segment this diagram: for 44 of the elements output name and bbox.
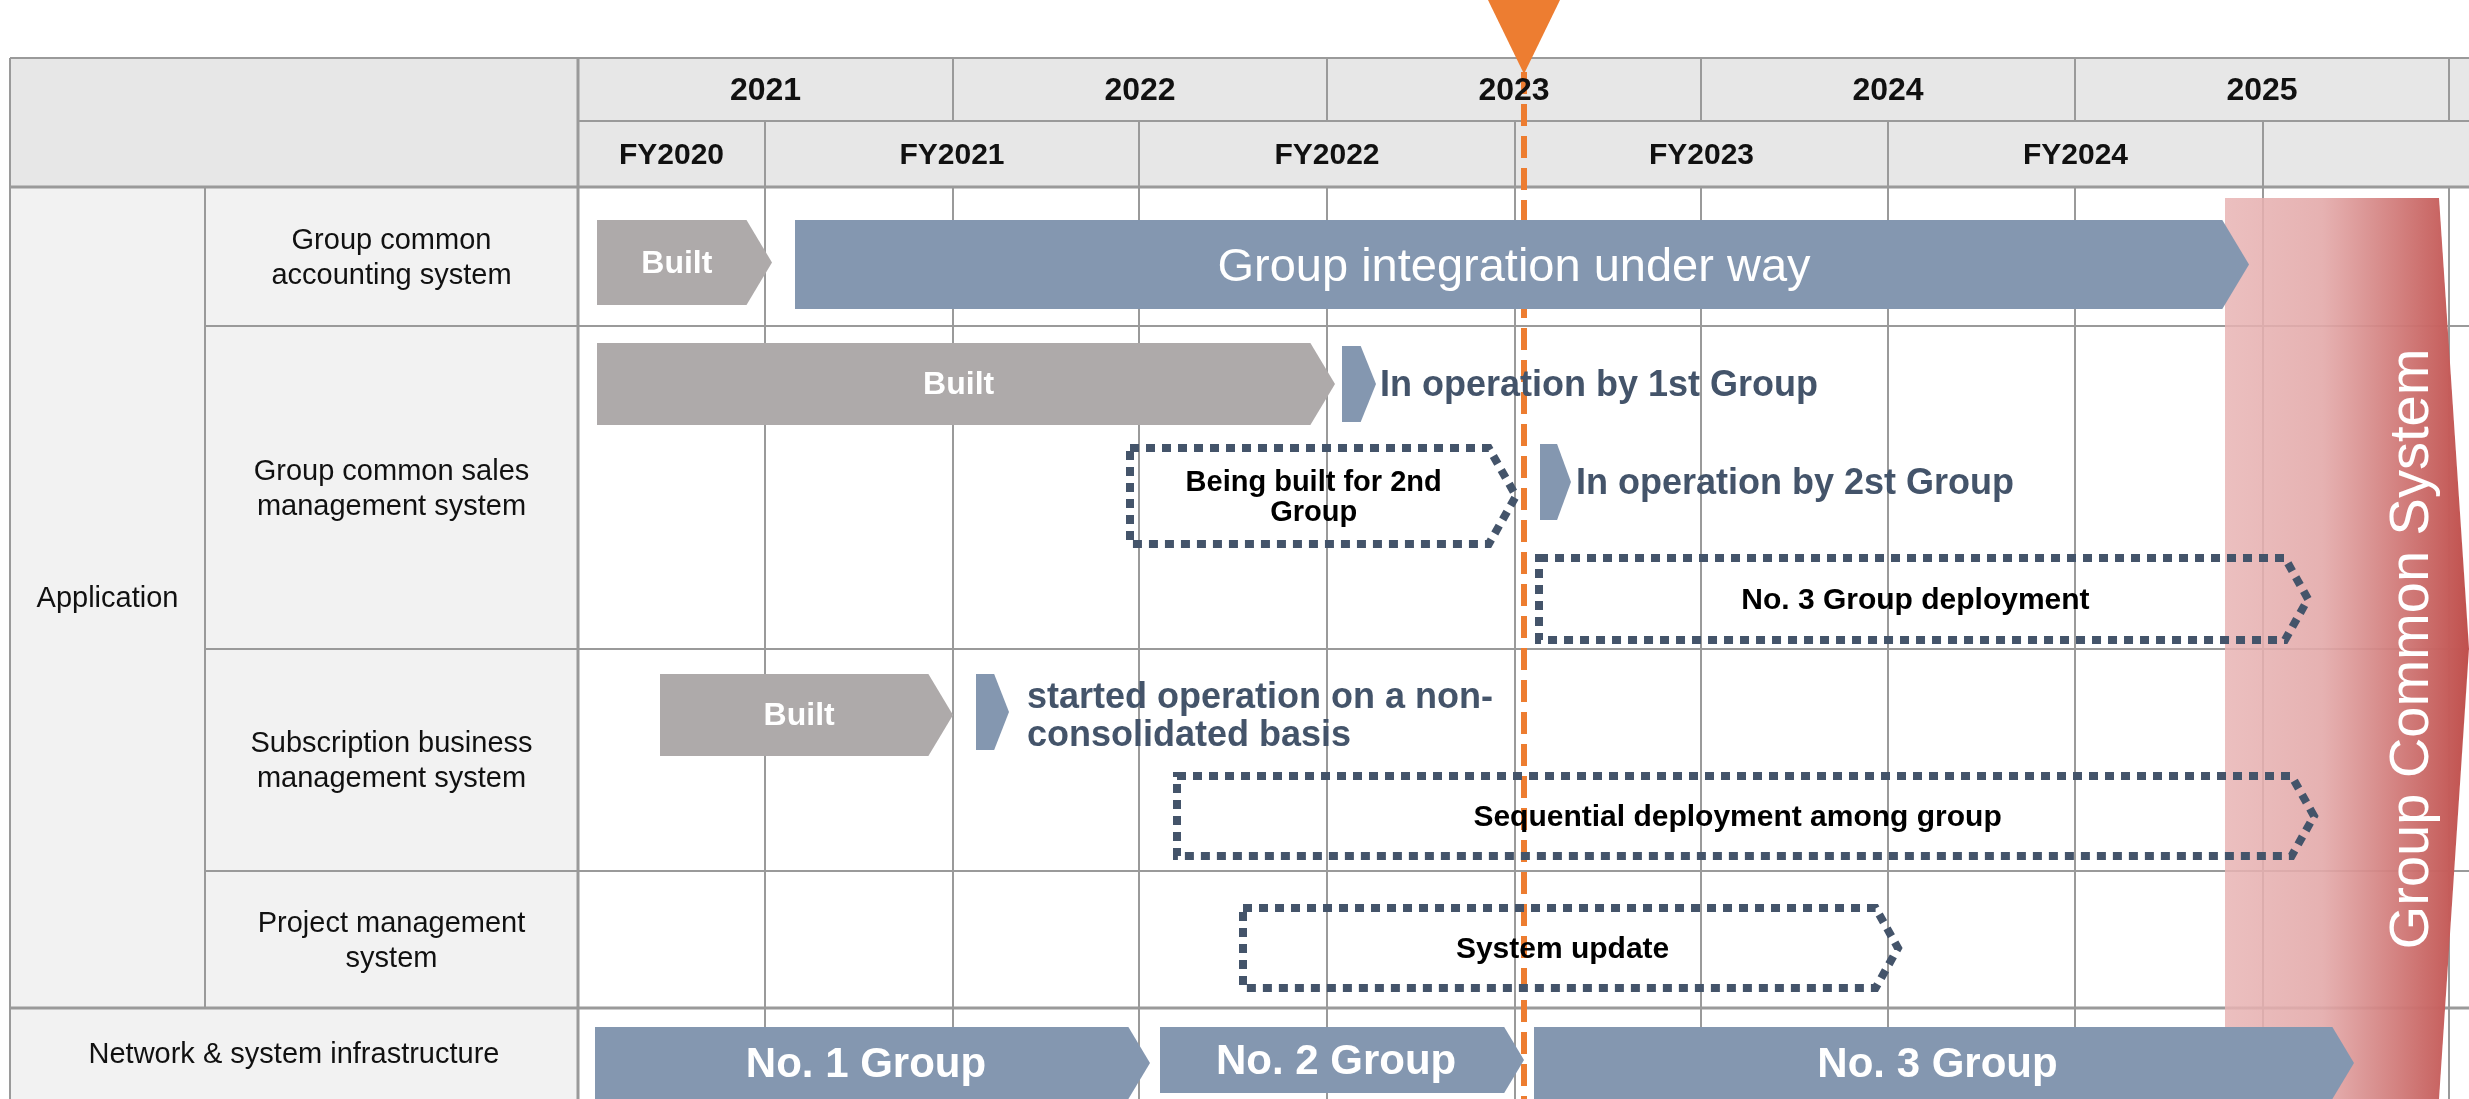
milestone-marker — [976, 674, 1009, 750]
row-label: Group common accounting system — [270, 221, 513, 292]
gantt-bar — [795, 220, 2249, 309]
bar-label: Built — [763, 698, 836, 732]
year-label: 2021 — [729, 70, 802, 109]
bar-label: No. 3 Group deployment — [1741, 583, 2091, 615]
band-label: Group Common System — [2379, 348, 2439, 949]
bar-label: Built — [923, 367, 996, 401]
gantt-bar — [1160, 1027, 1524, 1093]
fiscal-year-label: FY2020 — [618, 136, 725, 172]
planned-gantt-bar — [1126, 444, 1520, 548]
planned-gantt-bar — [1239, 904, 1902, 992]
gantt-bar — [660, 674, 953, 756]
status-text: In operation by 1st Group — [1380, 365, 1819, 403]
gantt-bar — [595, 1027, 1150, 1099]
fiscal-year-label: FY2023 — [1648, 136, 1755, 172]
gantt-bar — [597, 343, 1335, 425]
target-band — [2225, 198, 2469, 1099]
row-label: Project management system — [256, 904, 527, 975]
fiscal-year-label: FY2021 — [899, 136, 1005, 172]
bar-label: Group integration under way — [1217, 239, 1812, 290]
gantt-bar — [1534, 1027, 2354, 1099]
year-label: 2023 — [1478, 70, 1550, 109]
bar-label: No. 3 Group — [1817, 1040, 2059, 1086]
year-label: 2025 — [2226, 70, 2298, 109]
category-label: Application — [36, 580, 179, 615]
gantt-bar — [597, 220, 772, 305]
year-label: 2024 — [1852, 70, 1924, 109]
status-text: started operation on a non-consolidated basis — [1027, 677, 1494, 753]
bar-label: Being built for 2nd Group — [1184, 465, 1443, 527]
fiscal-year-label: FY2024 — [2022, 136, 2129, 172]
bar-label: No. 2 Group — [1215, 1037, 1458, 1083]
planned-gantt-bar — [1535, 554, 2312, 644]
row-label: Network & system infrastructure — [88, 1036, 500, 1071]
year-label: 2022 — [1104, 70, 1176, 109]
milestone-marker — [1540, 444, 1571, 520]
status-text: In operation by 2st Group — [1576, 463, 2015, 501]
row-label: Group common sales management system — [252, 452, 531, 523]
bar-label: Built — [641, 245, 714, 280]
row-label: Subscription business management system — [249, 725, 534, 795]
planned-gantt-bar — [1173, 772, 2318, 860]
fiscal-year-label: FY2022 — [1274, 136, 1380, 172]
milestone-marker — [1342, 346, 1376, 422]
bar-label: No. 1 Group — [745, 1040, 988, 1086]
